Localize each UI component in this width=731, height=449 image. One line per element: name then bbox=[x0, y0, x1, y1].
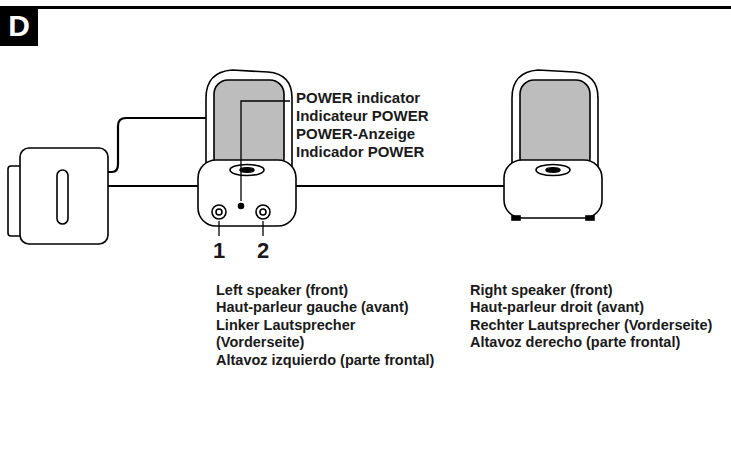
right-speaker bbox=[504, 70, 602, 220]
speaker-label: Haut-parleur gauche (avant) bbox=[216, 299, 444, 316]
left-speaker bbox=[198, 70, 296, 226]
speaker-label: Haut-parleur droit (avant) bbox=[470, 299, 725, 316]
section-letter-box: D bbox=[0, 6, 38, 46]
indicator-label: POWER-Anzeige bbox=[296, 125, 506, 143]
speaker-label: Rechter Lautsprecher (Vorderseite) bbox=[470, 317, 725, 334]
speaker-label: Left speaker (front) bbox=[216, 282, 444, 299]
indicator-label: POWER indicator bbox=[296, 89, 506, 107]
callout-number: 1 bbox=[209, 238, 229, 264]
speaker-label: Altavoz izquierdo (parte frontal) bbox=[216, 352, 444, 369]
top-rule bbox=[38, 6, 731, 9]
speaker-label: Right speaker (front) bbox=[470, 282, 725, 299]
leader-line bbox=[219, 101, 290, 236]
indicator-label: Indicateur POWER bbox=[296, 107, 506, 125]
cable bbox=[108, 118, 506, 186]
ac-adapter bbox=[8, 148, 108, 244]
section-letter: D bbox=[8, 11, 30, 41]
indicator-label: Indicador POWER bbox=[296, 143, 506, 161]
callout-number: 2 bbox=[253, 238, 273, 264]
speaker-label: Altavoz derecho (parte frontal) bbox=[470, 334, 725, 351]
speaker-label: Linker Lautsprecher (Vorderseite) bbox=[216, 317, 444, 352]
